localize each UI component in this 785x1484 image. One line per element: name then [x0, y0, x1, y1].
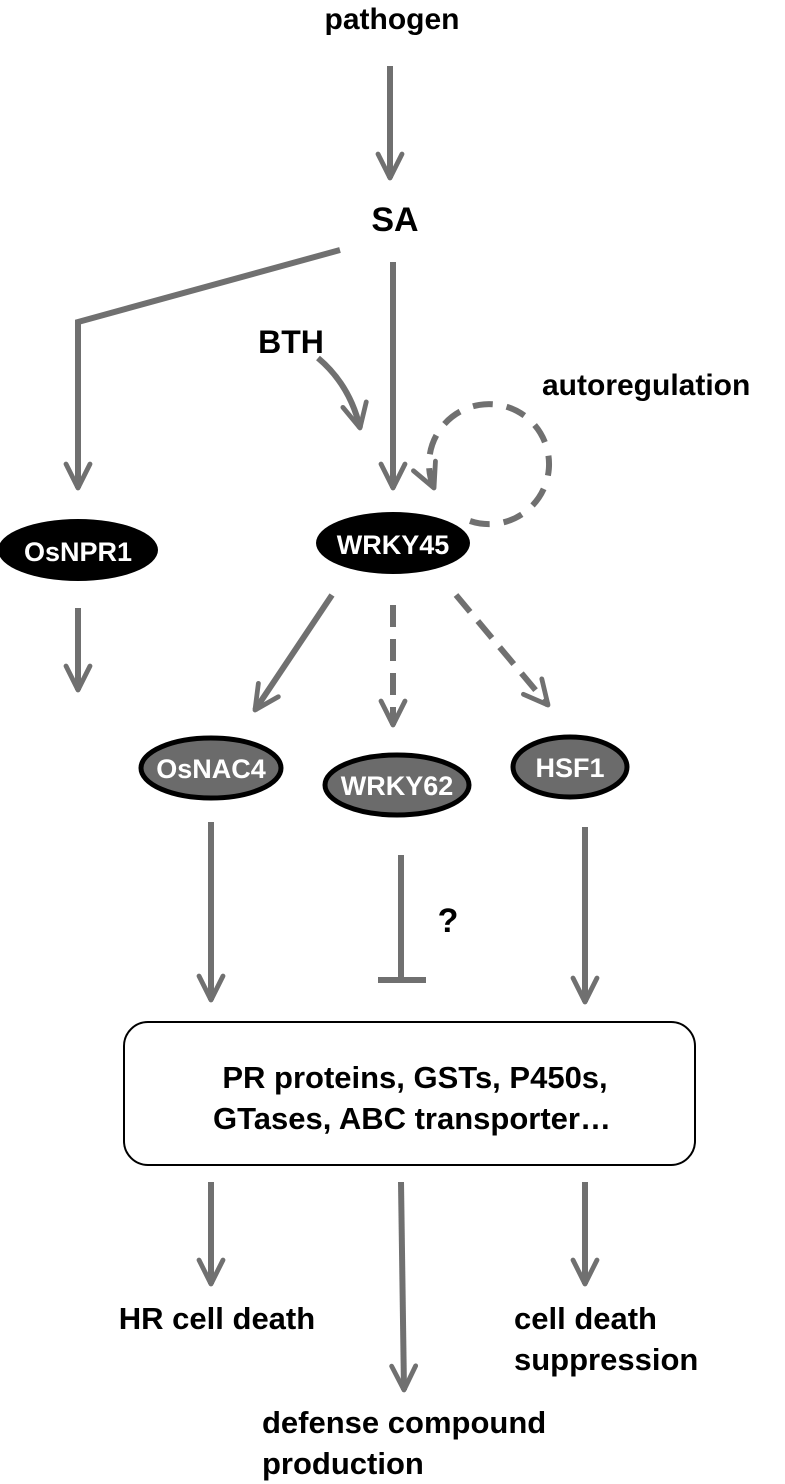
node-hsf1-label: HSF1 [535, 753, 604, 783]
node-osnpr1-label: OsNPR1 [24, 537, 132, 567]
arrow-wrky45-to-hsf1 [453, 593, 551, 708]
cell-death-suppression-line2: suppression [514, 1342, 698, 1377]
autoregulation-label: autoregulation [542, 369, 750, 402]
node-hsf1: HSF1 [510, 734, 630, 800]
node-osnac4: OsNAC4 [138, 735, 284, 801]
hr-cell-death-label: HR cell death [119, 1301, 315, 1336]
target-genes-box: PR proteins, GSTs, P450s, GTases, ABC tr… [123, 1021, 696, 1166]
question-mark: ? [438, 902, 459, 940]
arrow-bth-to-wrky45 [316, 355, 369, 431]
node-wrky62: WRKY62 [322, 752, 472, 818]
node-wrky45: WRKY45 [316, 512, 470, 574]
defense-compound-line1: defense compound [262, 1405, 546, 1440]
node-wrky45-label: WRKY45 [337, 530, 450, 560]
node-osnac4-label: OsNAC4 [156, 754, 266, 784]
node-wrky62-label: WRKY62 [341, 771, 454, 801]
pathogen-label: pathogen [325, 3, 460, 36]
defense-compound-line2: production [262, 1446, 424, 1481]
target-genes-line1: PR proteins, GSTs, P450s, [222, 1060, 607, 1095]
node-osnpr1: OsNPR1 [0, 519, 158, 581]
cell-death-suppression-line1: cell death [514, 1301, 657, 1336]
target-genes-line2: GTases, ABC transporter… [213, 1101, 611, 1136]
arrow-wrky45-to-osnac4 [252, 593, 335, 713]
arrow-box-to-defense-compound [389, 1181, 419, 1393]
bth-label: BTH [258, 324, 324, 360]
sa-label: SA [371, 201, 418, 239]
arrow-sa-to-osnpr1 [63, 247, 341, 491]
autoregulation-loop [411, 401, 553, 528]
